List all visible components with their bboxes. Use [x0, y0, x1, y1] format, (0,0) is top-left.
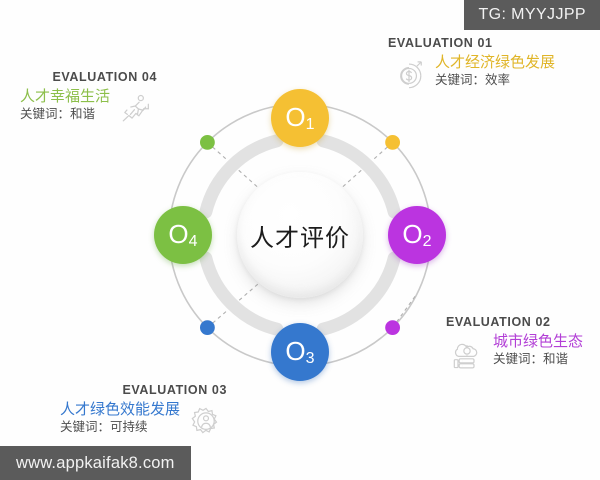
arc-segment-ne [316, 134, 401, 219]
label-eval-heading-04: EVALUATION 04 [52, 70, 158, 84]
connector-dot-02 [385, 320, 400, 335]
label-evaluation-04: EVALUATION 04 人才幸福生活 关键词：和谐 [20, 70, 157, 130]
node-label-01: O1 [285, 101, 315, 133]
label-title-03: 人才绿色效能发展 [60, 400, 181, 418]
connector-dot-04 [200, 135, 215, 150]
cloud-server-icon [446, 333, 488, 375]
node-label-03: O3 [285, 335, 315, 367]
watermark-top-right: TG: MYYJJPP [464, 0, 600, 30]
node-circle-02[interactable]: O2 [388, 206, 446, 264]
runner-growth-icon [115, 88, 157, 130]
center-label: 人才评价 [250, 223, 350, 252]
node-label-04: O4 [168, 218, 198, 250]
label-keyword-03: 关键词：可持续 [60, 419, 148, 435]
diagram-rings [168, 103, 432, 367]
label-eval-heading-01: EVALUATION 01 [388, 36, 493, 50]
label-texts-04: 人才幸福生活 关键词：和谐 [20, 87, 111, 122]
label-body-03: 人才绿色效能发展 关键词：可持续 [60, 400, 227, 443]
center-disc: 人才评价 [237, 172, 363, 298]
label-title-01: 人才经济绿色发展 [435, 53, 556, 71]
node-circle-03[interactable]: O3 [271, 323, 329, 381]
connector-dot-01 [385, 135, 400, 150]
label-keyword-01: 关键词：效率 [435, 72, 511, 88]
node-circle-04[interactable]: O4 [154, 206, 212, 264]
label-keyword-04: 关键词：和谐 [20, 106, 96, 122]
radial-diagram: 人才评价 O1 O2 O3 O4 [154, 89, 446, 381]
label-eval-heading-03: EVALUATION 03 [122, 383, 228, 397]
gear-person-icon [185, 401, 227, 443]
arc-segment-sw [199, 251, 284, 336]
label-body-02: 城市绿色生态 关键词：和谐 [446, 332, 584, 375]
arc-segment-se [316, 251, 401, 336]
label-title-02: 城市绿色生态 [493, 332, 584, 350]
label-title-04: 人才幸福生活 [20, 87, 111, 105]
watermark-bottom-left: www.appkaifak8.com [0, 446, 191, 480]
label-evaluation-03: EVALUATION 03 人才绿色效能发展 关键词：可持续 [60, 383, 227, 443]
label-body-01: 人才经济绿色发展 关键词：效率 [388, 53, 556, 96]
label-texts-03: 人才绿色效能发展 关键词：可持续 [60, 400, 181, 435]
node-label-02: O2 [402, 218, 432, 250]
label-keyword-02: 关键词：和谐 [493, 351, 569, 367]
label-eval-heading-02: EVALUATION 02 [446, 315, 551, 329]
dollar-circle-icon [388, 54, 430, 96]
arc-segment-nw [199, 134, 284, 219]
connector-dot-03 [200, 320, 215, 335]
node-circle-01[interactable]: O1 [271, 89, 329, 147]
label-evaluation-02: EVALUATION 02 城市绿色生态 关键词：和谐 [446, 315, 583, 375]
label-evaluation-01: EVALUATION 01 人才经济绿色发展 关键词：效率 [388, 36, 555, 96]
label-texts-02: 城市绿色生态 关键词：和谐 [493, 332, 584, 367]
label-body-04: 人才幸福生活 关键词：和谐 [20, 87, 157, 130]
label-texts-01: 人才经济绿色发展 关键词：效率 [435, 53, 556, 88]
